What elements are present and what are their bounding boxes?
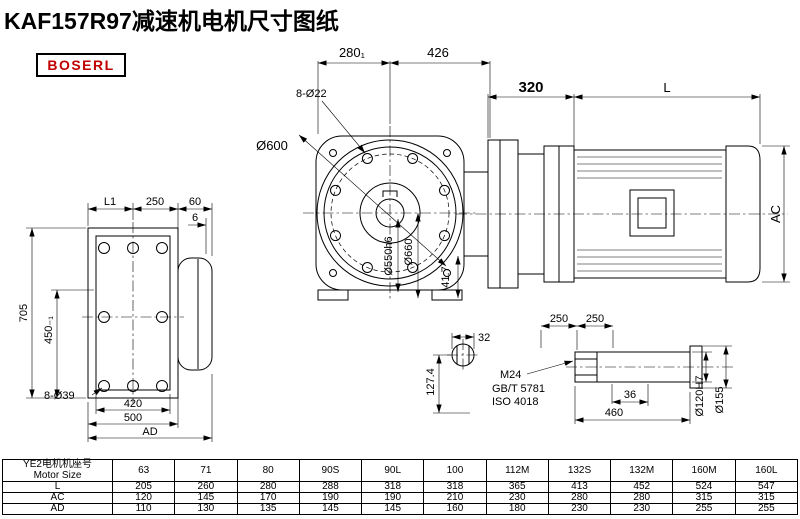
table-cell: 318 bbox=[361, 481, 425, 493]
table-cell: 170 bbox=[236, 492, 300, 504]
col-header: 160M bbox=[672, 459, 736, 482]
table-cell: 315 bbox=[672, 492, 736, 504]
label-o600: Ø600 bbox=[256, 138, 288, 153]
table-cell: 230 bbox=[485, 492, 549, 504]
brand-logo: BOSERL bbox=[36, 53, 126, 77]
col-header: 80 bbox=[236, 459, 300, 482]
label-m24: M24 bbox=[500, 369, 521, 381]
col-header: 90S bbox=[298, 459, 363, 482]
table-row: AD 110 130 135 145 145 160 180 230 230 2… bbox=[2, 503, 799, 515]
table-cell: 145 bbox=[174, 492, 238, 504]
dim-ad: AD bbox=[142, 426, 157, 438]
dim-250: 250 bbox=[146, 196, 164, 208]
table-cell: 280 bbox=[547, 492, 612, 504]
col-header: 132M bbox=[610, 459, 674, 482]
table-cell: 230 bbox=[610, 503, 674, 515]
motor-view bbox=[456, 139, 788, 289]
dim-l1: L1 bbox=[104, 196, 116, 208]
technical-drawing: L1 250 60 6 705 450₋₁ 8-Ø39 420 500 AD bbox=[18, 45, 790, 442]
row-label: AD bbox=[2, 503, 113, 515]
dim-ac: AC bbox=[768, 205, 783, 223]
table-cell: 255 bbox=[734, 503, 799, 515]
table-row: AC 120 145 170 190 190 210 230 280 280 3… bbox=[2, 492, 799, 504]
dim-500: 500 bbox=[124, 412, 142, 424]
table-cell: 230 bbox=[547, 503, 612, 515]
table-row: L 205 260 280 288 318 318 365 413 452 52… bbox=[2, 481, 799, 493]
dim-420: 420 bbox=[124, 398, 142, 410]
table-cell: 120 bbox=[111, 492, 176, 504]
dim-280: 280₁ bbox=[339, 45, 366, 60]
row-label: AC bbox=[2, 492, 113, 504]
row-header-cn: YE2电机机座号 bbox=[23, 459, 92, 470]
col-header: 160L bbox=[734, 459, 799, 482]
output-shaft-detail: 250 250 M24 GB/T 5781 ISO 4018 36 460 Ø1… bbox=[492, 313, 734, 424]
col-header: 112M bbox=[485, 459, 549, 482]
dim-o550h6: Ø550h6 bbox=[383, 236, 395, 275]
dim-450: 450₋₁ bbox=[43, 316, 55, 344]
table-cell: 135 bbox=[236, 503, 300, 515]
table-cell: 210 bbox=[423, 492, 487, 504]
dim-motor-length: L bbox=[663, 80, 670, 95]
dim-o155: Ø155 bbox=[714, 387, 726, 414]
table-cell: 160 bbox=[423, 503, 487, 515]
table-cell: 280 bbox=[610, 492, 674, 504]
table-cell: 190 bbox=[298, 492, 363, 504]
dim-60: 60 bbox=[189, 196, 201, 208]
shaft-section-view: 32 127.4 bbox=[425, 332, 490, 414]
col-header: 63 bbox=[111, 459, 176, 482]
table-cell: 190 bbox=[361, 492, 425, 504]
dim-460: 460 bbox=[605, 407, 623, 419]
table-cell: 524 bbox=[672, 481, 736, 493]
motor-view-dimensions: 320 L AC bbox=[487, 79, 790, 283]
table-cell: 260 bbox=[174, 481, 238, 493]
table-corner-cell: YE2电机机座号 Motor Size bbox=[2, 459, 113, 482]
label-iso4018: ISO 4018 bbox=[492, 396, 538, 408]
table-cell: 318 bbox=[423, 481, 487, 493]
left-view-dimensions: L1 250 60 6 705 450₋₁ 8-Ø39 420 500 AD bbox=[18, 196, 213, 442]
table-cell: 110 bbox=[111, 503, 176, 515]
dim-6: 6 bbox=[192, 212, 198, 224]
table-cell: 547 bbox=[734, 481, 799, 493]
table-cell: 413 bbox=[547, 481, 612, 493]
table-header-row: YE2电机机座号 Motor Size 63 71 80 90S 90L 100… bbox=[2, 459, 799, 482]
table-cell: 280 bbox=[236, 481, 300, 493]
dim-127-4: 127.4 bbox=[425, 368, 437, 396]
dim-250-b: 250 bbox=[586, 313, 604, 325]
table-cell: 315 bbox=[734, 492, 799, 504]
table-cell: 130 bbox=[174, 503, 238, 515]
dim-426: 426 bbox=[427, 45, 449, 60]
front-view-dimensions: 280₁ 426 8-Ø22 Ø600 Ø550h6 Ø660 41.7 bbox=[256, 45, 491, 298]
dim-705: 705 bbox=[18, 304, 30, 322]
dim-250-a: 250 bbox=[550, 313, 568, 325]
col-header: 71 bbox=[174, 459, 238, 482]
dim-o120h7: Ø120H7 bbox=[694, 376, 706, 417]
dim-36: 36 bbox=[624, 389, 636, 401]
col-header: 100 bbox=[423, 459, 487, 482]
table-cell: 288 bbox=[298, 481, 363, 493]
dim-o660: Ø660 bbox=[403, 239, 415, 266]
row-label: L bbox=[2, 481, 113, 493]
table-cell: 452 bbox=[610, 481, 674, 493]
table-cell: 145 bbox=[361, 503, 425, 515]
page-title: KAF157R97减速机电机尺寸图纸 bbox=[4, 8, 339, 34]
label-8-o39: 8-Ø39 bbox=[44, 390, 75, 402]
col-header: 132S bbox=[547, 459, 612, 482]
label-gbt5781: GB/T 5781 bbox=[492, 383, 545, 395]
row-header-en: Motor Size bbox=[33, 469, 82, 481]
dim-32: 32 bbox=[478, 332, 490, 344]
col-header: 90L bbox=[361, 459, 425, 482]
motor-size-table: YE2电机机座号 Motor Size 63 71 80 90S 90L 100… bbox=[2, 459, 799, 515]
table-cell: 365 bbox=[485, 481, 549, 493]
dim-320: 320 bbox=[518, 79, 543, 96]
table-cell: 145 bbox=[298, 503, 363, 515]
left-view bbox=[82, 222, 213, 404]
table-cell: 255 bbox=[672, 503, 736, 515]
label-8-o22: 8-Ø22 bbox=[296, 88, 327, 100]
table-cell: 205 bbox=[111, 481, 176, 493]
table-cell: 180 bbox=[485, 503, 549, 515]
dim-41-7: 41.7 bbox=[440, 266, 452, 287]
